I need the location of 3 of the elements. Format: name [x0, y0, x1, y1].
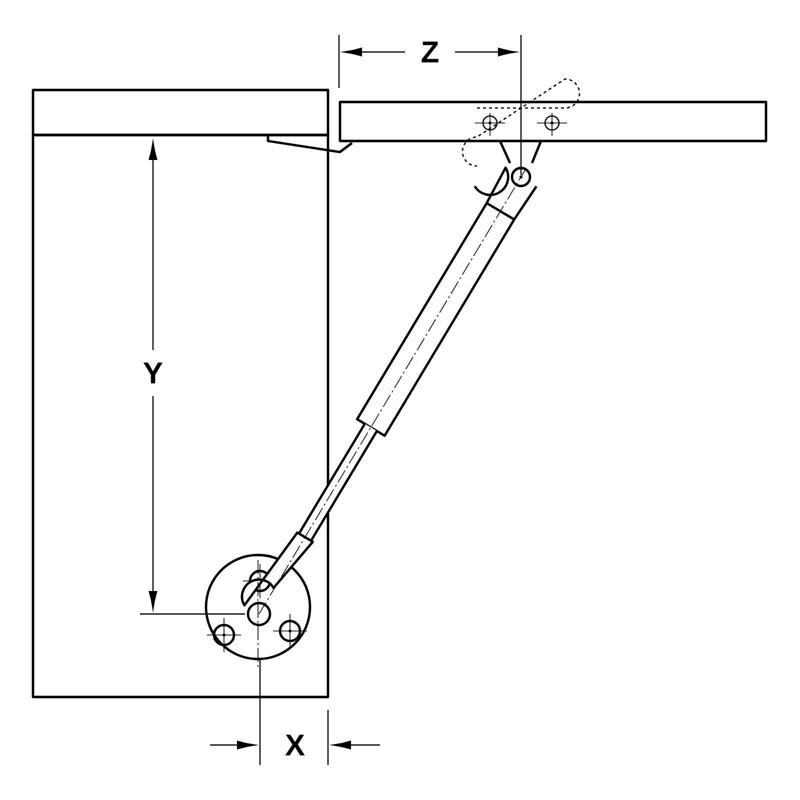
- dimension-label: Z: [422, 42, 438, 62]
- dimension-label: X: [285, 734, 305, 756]
- dimension-label: Y: [144, 362, 163, 384]
